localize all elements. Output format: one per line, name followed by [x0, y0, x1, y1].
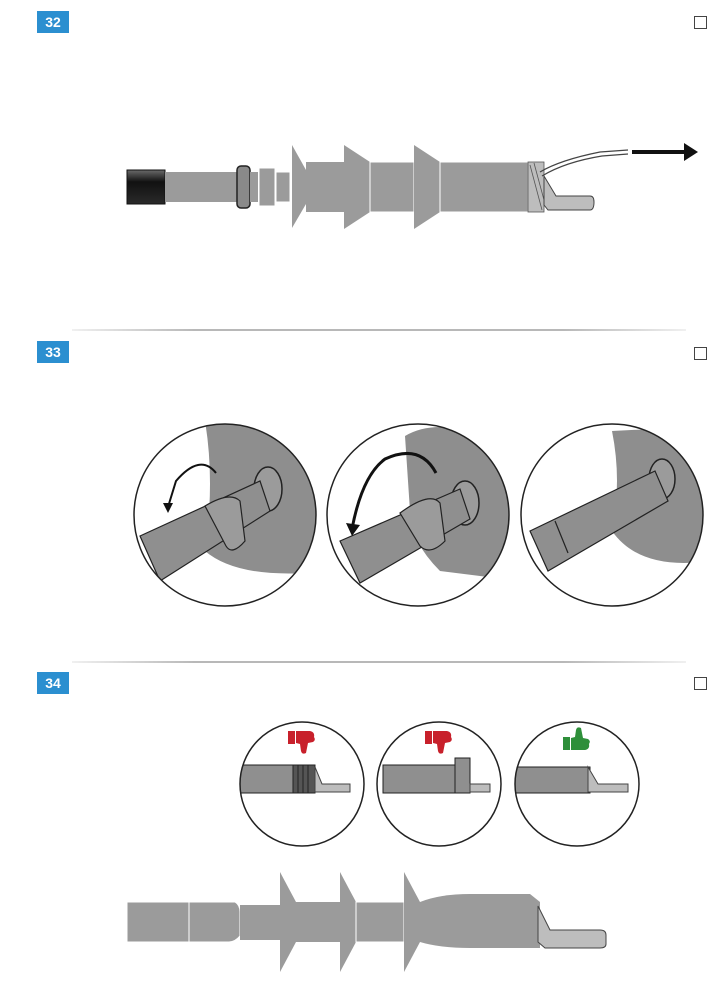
cable-lug — [537, 905, 607, 949]
step-number-badge: 33 — [37, 341, 69, 363]
step-checkbox[interactable] — [694, 16, 707, 29]
thumbs-up-icon — [563, 727, 590, 750]
rotation-detail-illustrations — [133, 423, 704, 607]
curved-arrow-icon — [163, 463, 217, 513]
section-divider — [72, 661, 686, 663]
cable-ring — [236, 165, 251, 209]
cable-termination-illustration — [126, 143, 698, 229]
step-checkbox[interactable] — [694, 677, 707, 690]
step-32: 32 — [0, 0, 724, 331]
section-divider — [72, 329, 686, 331]
finished-termination — [126, 872, 607, 972]
cable-tube — [165, 172, 240, 202]
cable-jacket — [126, 169, 166, 205]
thumbs-down-icon — [425, 731, 452, 754]
step-34: 34 — [0, 662, 724, 981]
inspection-illustrations — [126, 721, 640, 972]
shed — [292, 145, 306, 228]
thumbs-down-icon — [288, 731, 315, 754]
pull-cord — [539, 149, 629, 173]
step-number-badge: 32 — [37, 11, 69, 33]
curved-arrow-icon — [346, 451, 438, 536]
shed — [344, 145, 370, 229]
shed — [404, 872, 420, 972]
step-number-badge: 34 — [37, 672, 69, 694]
arrow-right-icon — [632, 143, 698, 161]
shed — [414, 145, 440, 229]
cable-lug — [543, 174, 595, 211]
shed — [280, 872, 296, 972]
step-checkbox[interactable] — [694, 347, 707, 360]
detail-circle-1 — [134, 424, 316, 606]
step-33: 33 — [0, 331, 724, 663]
shed — [340, 872, 356, 972]
